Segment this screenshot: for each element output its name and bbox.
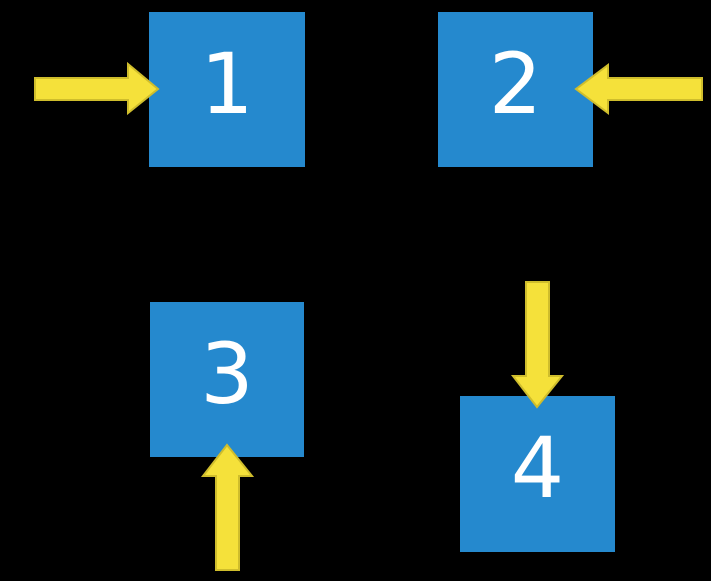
arrow-down-icon bbox=[510, 281, 565, 409]
square-2: 2 bbox=[438, 12, 593, 167]
square-3: 3 bbox=[150, 302, 304, 457]
arrow-left-icon bbox=[574, 63, 703, 115]
square-2-label: 2 bbox=[488, 34, 543, 133]
square-4-label: 4 bbox=[510, 419, 565, 517]
arrow-up-icon bbox=[200, 443, 255, 571]
square-1-label: 1 bbox=[200, 34, 254, 133]
square-1: 1 bbox=[149, 12, 305, 167]
square-3-label: 3 bbox=[200, 324, 254, 423]
square-4: 4 bbox=[460, 396, 615, 552]
arrow-right-icon bbox=[34, 61, 160, 116]
